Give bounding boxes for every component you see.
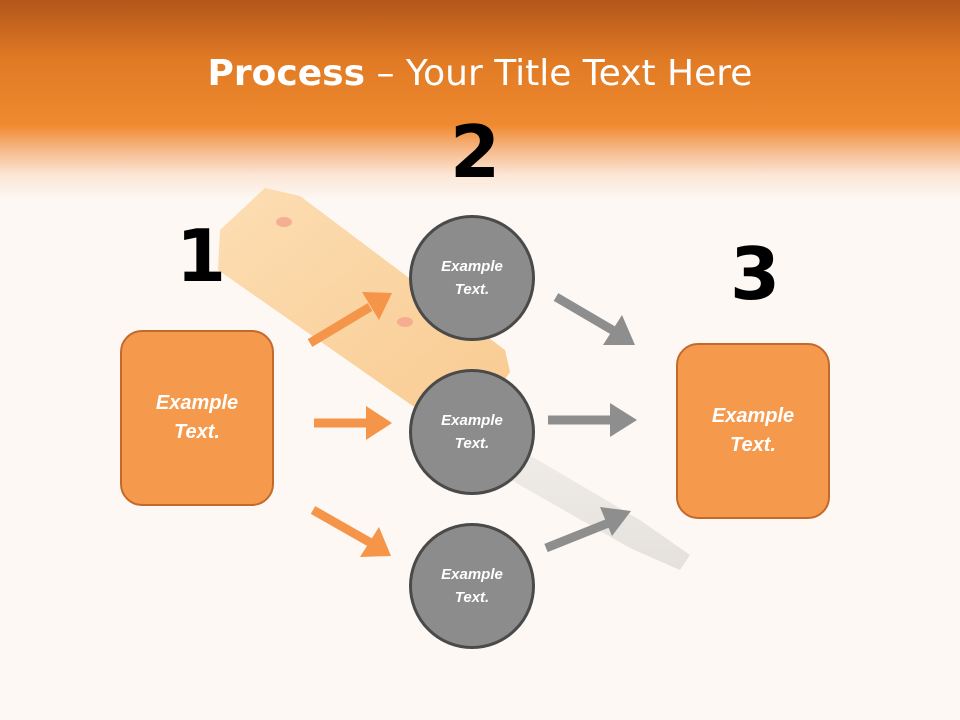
arrow-gray-right bbox=[548, 403, 637, 437]
right-process-box: Example Text. bbox=[676, 343, 830, 519]
left-box-text: Example Text. bbox=[155, 392, 239, 443]
circle-bottom: Example Text. bbox=[409, 523, 535, 649]
circle-middle: Example Text. bbox=[409, 369, 535, 495]
arrow-gray-down bbox=[553, 293, 635, 345]
arrow-orange-down bbox=[310, 506, 391, 557]
arrow-orange-right bbox=[314, 406, 392, 440]
title-rest: – Your Title Text Here bbox=[365, 53, 753, 94]
circle-bottom-text: Example Text. bbox=[441, 566, 503, 606]
left-process-box: Example Text. bbox=[120, 330, 274, 506]
title-bold: Process bbox=[207, 53, 366, 94]
arrow-orange-up bbox=[307, 292, 392, 347]
circle-top: Example Text. bbox=[409, 215, 535, 341]
right-box-text: Example Text. bbox=[711, 405, 795, 456]
header-band bbox=[0, 0, 960, 200]
step-number-2: 2 bbox=[450, 110, 501, 194]
arrow-gray-up bbox=[544, 507, 631, 553]
step-number-3: 3 bbox=[730, 232, 781, 316]
slide-title: Process – Your Title Text Here bbox=[0, 52, 960, 96]
circle-middle-text: Example Text. bbox=[441, 412, 503, 452]
step-number-1: 1 bbox=[176, 214, 227, 298]
circle-top-text: Example Text. bbox=[441, 258, 503, 298]
